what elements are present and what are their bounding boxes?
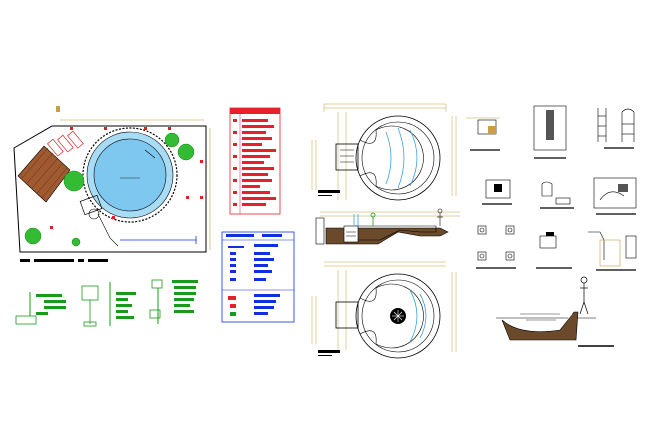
site-boundary: [13, 125, 207, 253]
human-figure-icon: [370, 212, 376, 226]
survey-markers: [50, 127, 203, 229]
detail-pump: [593, 177, 637, 215]
drain-grate-icon: [390, 308, 406, 324]
pool-section-detail: [496, 276, 614, 347]
ladder-icon: [353, 214, 359, 226]
equipment-details: [15, 279, 198, 327]
path-walkway: [97, 213, 119, 247]
detail-4: [149, 279, 198, 324]
detail-3: [109, 282, 136, 326]
blue-legend-table: [221, 231, 295, 323]
pool-plan-top: [311, 103, 457, 201]
detail-fittings: [476, 225, 516, 269]
ladder-icon: [597, 108, 635, 149]
red-legend-table: [229, 107, 281, 215]
site-plan: [13, 106, 211, 262]
human-figure-icon: [579, 276, 589, 315]
plan-title-bar: [318, 190, 340, 196]
detail-1: [15, 292, 66, 325]
detail-coping: [466, 117, 500, 151]
detail-return: [540, 181, 574, 209]
wooden-deck: [17, 145, 71, 203]
tree-icon: [63, 170, 85, 192]
filter-room: [343, 225, 359, 243]
site-plan-title-bar: [20, 259, 108, 262]
water-ripples: [385, 127, 418, 189]
human-figure-icon: [437, 208, 443, 226]
detail-pipe-section: [588, 231, 637, 271]
detail-wall-section: [533, 105, 567, 159]
pool-cross-section: [315, 208, 460, 245]
detail-skimmer: [482, 179, 512, 205]
pool-entry-steps: [335, 143, 359, 171]
tree-icon: [24, 132, 195, 247]
construction-details: [466, 105, 637, 271]
north-marker: [56, 106, 60, 112]
pool-plan-bottom: [311, 261, 457, 359]
round-pool-plan: [82, 127, 178, 223]
detail-2: [81, 285, 99, 327]
filter-tank: [88, 208, 100, 220]
detail-heater: [536, 232, 572, 269]
pump-house: [79, 194, 103, 216]
sun-lounger-icon: [47, 130, 84, 157]
